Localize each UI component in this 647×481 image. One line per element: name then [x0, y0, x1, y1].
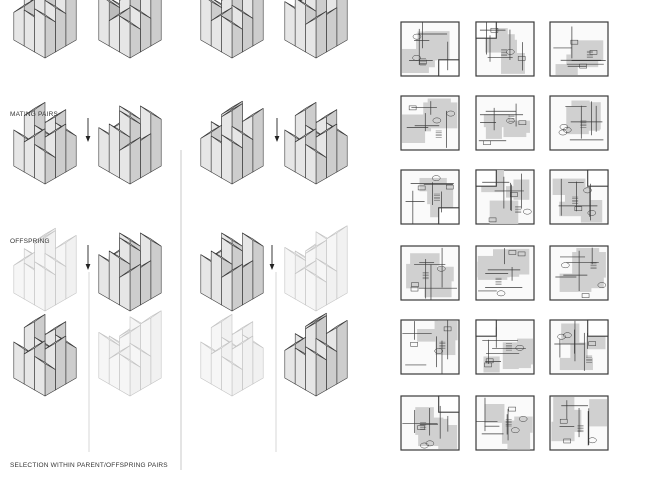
massing-selection-a-kept	[99, 233, 161, 311]
block-wall-right	[242, 336, 252, 390]
block-wall-left	[285, 2, 295, 46]
block-wall-left	[201, 255, 211, 299]
block-wall-right	[55, 6, 65, 52]
block-wall-right	[151, 239, 161, 299]
block-wall-left	[35, 9, 45, 58]
block-wall-right	[140, 134, 150, 178]
arrow-down-icon	[86, 118, 91, 142]
block-wall-left	[109, 124, 119, 178]
block-wall-left	[285, 247, 295, 299]
block-wall-left	[222, 135, 232, 184]
block-wall-right	[55, 124, 65, 178]
massing-offspring-c	[201, 101, 263, 184]
massing-selection-c-kept	[201, 233, 263, 311]
massing-parent-a	[14, 0, 76, 58]
block-wall-right	[130, 264, 140, 311]
block-wall-right	[66, 0, 76, 46]
massing-selection-d-faded	[201, 314, 263, 396]
massing-selection-b-faded	[99, 311, 161, 396]
block-wall-left	[295, 0, 305, 52]
floor-plan-r5-c1	[401, 320, 459, 374]
floor-plan-r1-c1	[401, 22, 459, 76]
floor-plan-r3-c3	[550, 170, 608, 224]
floor-plan-r6-c1	[401, 396, 459, 450]
block-wall-left	[306, 347, 316, 396]
block-wall-left	[99, 128, 109, 172]
block-wall-right	[337, 0, 347, 46]
block-wall-right	[337, 320, 347, 384]
block-wall-right	[140, 261, 150, 305]
arrow-down-icon	[270, 245, 275, 270]
floor-plan-r2-c3	[550, 96, 608, 150]
label-selection: SELECTION WITHIN PARENT/OFFSPRING PAIRS	[10, 462, 168, 469]
block-wall-right	[151, 311, 161, 384]
block-wall-right	[151, 112, 161, 172]
block-wall-right	[151, 0, 161, 46]
block-wall-right	[326, 8, 336, 52]
block-wall-right	[242, 132, 252, 178]
block-wall-right	[326, 344, 336, 390]
massing-selection-c-faded	[285, 226, 347, 311]
arrow-down-icon	[275, 118, 280, 142]
floor-plan-r4-c1	[401, 246, 459, 300]
block-wall-right	[55, 259, 65, 305]
block-wall-left	[99, 0, 109, 46]
massing-offspring-d	[285, 102, 347, 184]
block-wall-right	[242, 261, 252, 305]
massing-selection-d-kept	[285, 313, 347, 396]
block-wall-left	[99, 332, 109, 384]
floor-plan-r5-c3	[550, 320, 608, 374]
massing-selection-b-kept	[14, 314, 76, 396]
floor-plan-r4-c3	[550, 246, 608, 300]
floor-plan-r2-c2	[476, 96, 534, 150]
block-wall-right	[316, 11, 326, 58]
block-wall-left	[201, 0, 211, 46]
block-wall-right	[337, 226, 347, 299]
floor-plan-r3-c1	[401, 170, 459, 224]
floor-plan-r3-c2	[476, 170, 534, 224]
block-wall-right	[66, 235, 76, 299]
massing-parent-c	[201, 0, 263, 58]
arrow-down-icon	[86, 245, 91, 270]
label-mating-pairs: MATING PAIRS	[10, 111, 58, 118]
block-wall-right	[232, 264, 242, 311]
block-wall-right	[55, 336, 65, 390]
block-wall-right	[130, 137, 140, 184]
floor-plan-r6-c2	[476, 396, 534, 450]
block-wall-left	[35, 262, 45, 311]
floor-plan-r5-c2	[476, 320, 534, 374]
floor-plan-r6-c3	[550, 396, 608, 450]
block-wall-right	[326, 124, 336, 178]
block-wall-left	[109, 251, 119, 305]
floor-plan-r4-c2	[476, 246, 534, 300]
massing-parent-b	[99, 0, 161, 58]
block-wall-left	[211, 251, 221, 305]
massing-offspring-b	[99, 106, 161, 184]
block-wall-right	[253, 108, 263, 172]
floor-plan-r2-c1	[401, 96, 459, 150]
massing-parent-d	[285, 0, 347, 58]
block-wall-left	[99, 255, 109, 299]
block-wall-right	[253, 239, 263, 299]
label-offspring: OFFSPRING	[10, 238, 50, 245]
floor-plan-r1-c2	[476, 22, 534, 76]
block-wall-right	[253, 0, 263, 46]
floor-plan-r1-c3	[550, 22, 608, 76]
